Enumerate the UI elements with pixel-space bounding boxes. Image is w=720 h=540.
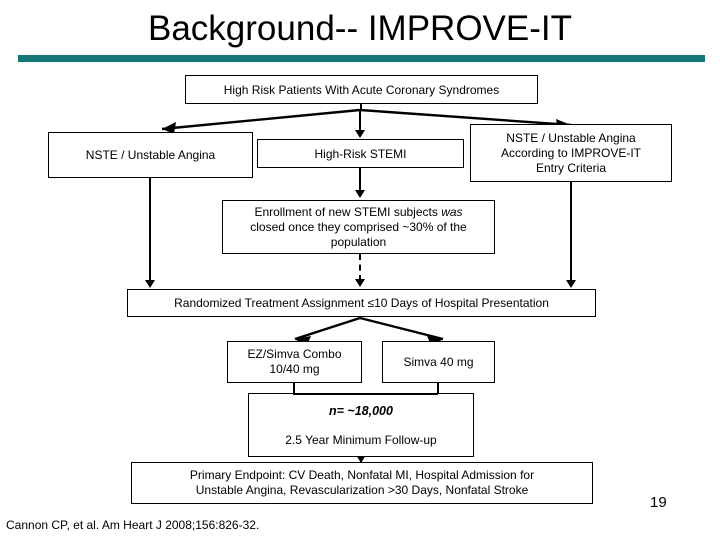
box-nste-label: NSTE / Unstable Angina: [85, 148, 216, 162]
connector-simva-stub: [437, 383, 439, 395]
box-enroll-line3: population: [330, 234, 387, 249]
box-random-label: Randomized Treatment Assignment ≤10 Days…: [174, 296, 549, 310]
box-simva-40mg-arm[interactable]: Simva 40 mg: [382, 341, 495, 383]
box-randomized-treatment-assignment[interactable]: Randomized Treatment Assignment ≤10 Days…: [127, 289, 596, 317]
connector-acs-to-stemi-arrowhead: [355, 130, 365, 138]
box-ezsimva-line1: EZ/Simva Combo: [247, 347, 342, 361]
connector-ezsimva-stub: [293, 383, 295, 395]
box-stemi-enrollment-note[interactable]: Enrollment of new STEMI subjects was clo…: [222, 200, 495, 254]
box-simva-label: Simva 40 mg: [403, 355, 474, 369]
box-n-sample-size: n= ~18,000: [329, 403, 393, 418]
box-enroll-line1-text: Enrollment of new STEMI subjects: [254, 204, 442, 219]
box-stemi-label: High-Risk STEMI: [314, 146, 407, 161]
box-improve-line3: Entry Criteria: [535, 160, 606, 175]
box-enroll-line2: closed once they comprised ~30% of the: [250, 219, 467, 234]
box-acs-population[interactable]: High Risk Patients With Acute Coronary S…: [185, 75, 538, 104]
box-enroll-line1: Enrollment of new STEMI subjects was: [227, 205, 490, 220]
connector-acs-stub: [360, 104, 362, 110]
connector-improve-to-random: [570, 182, 572, 282]
box-primary-endpoint[interactable]: Primary Endpoint: CV Death, Nonfatal MI,…: [131, 462, 593, 504]
box-acs-label: High Risk Patients With Acute Coronary S…: [223, 82, 500, 97]
box-improve-it-entry-criteria[interactable]: NSTE / Unstable Angina According to IMPR…: [470, 124, 672, 182]
connector-arms-bridge: [293, 393, 438, 395]
connector-acs-to-nste: [161, 108, 361, 134]
citation-text: Cannon CP, et al. Am Heart J 2008;156:82…: [6, 518, 260, 532]
connector-stemi-to-enrollment-arrowhead: [355, 190, 365, 198]
connector-enrollment-to-random-arrowhead: [355, 279, 365, 287]
connector-improve-to-random-arrowhead: [566, 280, 576, 288]
box-sample-size-followup[interactable]: n= ~18,000 2.5 Year Minimum Follow-up: [248, 393, 474, 457]
box-enroll-line1-emphasis: was: [441, 204, 463, 219]
box-nste-unstable-angina[interactable]: NSTE / Unstable Angina: [48, 132, 253, 178]
page-title: Background-- IMPROVE-IT: [148, 9, 572, 48]
box-improve-line1: NSTE / Unstable Angina: [506, 130, 636, 145]
connector-nste-to-random-arrowhead: [145, 280, 155, 288]
box-high-risk-stemi[interactable]: High-Risk STEMI: [257, 139, 464, 168]
box-n-followup: 2.5 Year Minimum Follow-up: [285, 432, 437, 447]
box-endpoint-line2: Unstable Angina, Revascularization >30 D…: [195, 483, 529, 497]
box-improve-line2: According to IMPROVE-IT: [500, 145, 642, 160]
box-endpoint-line1: Primary Endpoint: CV Death, Nonfatal MI,…: [189, 468, 535, 482]
connector-enrollment-to-random-dashed: [359, 254, 361, 281]
title-underline-rule: [18, 55, 705, 62]
connector-nste-to-random: [149, 178, 151, 282]
page-number: 19: [650, 494, 667, 511]
connector-n-to-endpoint-arrowhead: [356, 455, 366, 463]
connector-acs-to-stemi: [359, 110, 361, 132]
box-ez-simva-combo-arm[interactable]: EZ/Simva Combo 10/40 mg: [227, 341, 362, 383]
box-ezsimva-line2: 10/40 mg: [269, 362, 320, 376]
connector-stemi-to-enrollment: [359, 168, 361, 192]
